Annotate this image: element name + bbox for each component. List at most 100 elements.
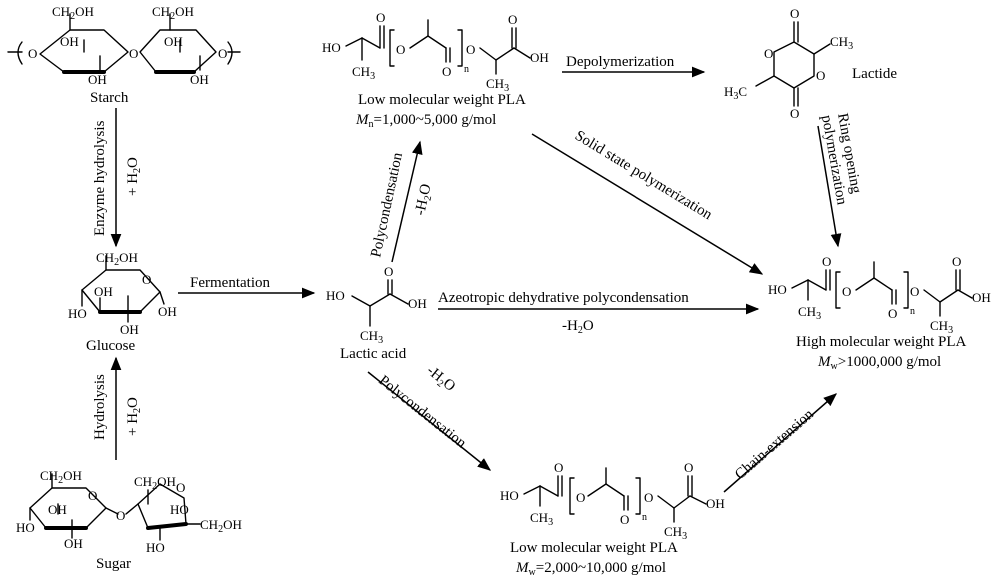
pla-bottom-o-3: O (620, 512, 629, 527)
lactide-o-3: O (764, 46, 773, 61)
starch-structure: CH2OH CH2OH OH OH OH OH O O O (7, 4, 241, 87)
starch-o-2: O (129, 46, 138, 61)
pla-top-o-2: O (396, 42, 405, 57)
lactic-acid-structure: HO O OH CH3 (326, 264, 427, 346)
lactic-oh: OH (408, 296, 427, 311)
pla-top-oh: OH (530, 50, 549, 65)
arrow-polycondensation-down (367, 371, 492, 471)
hmw-pla-label: High molecular weight PLA (796, 334, 967, 350)
arrow-ring-opening (817, 125, 842, 248)
sugar-ch2oh-1: CH2OH (40, 468, 82, 486)
sugar-label: Sugar (96, 556, 131, 572)
hmw-ch3-1: CH3 (798, 304, 821, 322)
hmw-o-5: O (952, 254, 961, 269)
label-plus-water-1: + H2O (125, 157, 143, 196)
lmw-pla-top-structure: HO CH3 O O O O O OH CH3 n (322, 10, 549, 94)
lactide-ch3: CH3 (830, 34, 853, 52)
starch-o-1: O (28, 46, 37, 61)
sugar-o-1: O (88, 488, 97, 503)
hmw-ho: HO (768, 282, 787, 297)
label-fermentation: Fermentation (190, 275, 270, 291)
label-enzyme-hydrolysis: Enzyme hydrolysis (92, 120, 108, 236)
glucose-oh-3: OH (158, 304, 177, 319)
sugar-ho-3: HO (146, 540, 165, 555)
label-minus-water-mid: -H2O (562, 318, 594, 336)
starch-ch2oh-1: CH2OH (52, 4, 94, 22)
pla-bottom-o-1: O (554, 460, 563, 475)
hmw-pla-mw: Mw>1000,000 g/mol (817, 354, 941, 372)
hmw-pla-structure: HO CH3 O O O O O OH CH3 n (768, 254, 991, 336)
arrow-solid-state (531, 133, 764, 275)
label-azeotropic: Azeotropic dehydrative polycondensation (438, 290, 689, 306)
starch-oh-1: OH (60, 34, 79, 49)
lmw-pla-bottom-label: Low molecular weight PLA (510, 540, 678, 556)
starch-oh-3: OH (164, 34, 183, 49)
label-solid-state: Solid state polymerization (572, 128, 715, 224)
label-minus-water-up: -H2O (412, 182, 436, 217)
glucose-oh-1: OH (94, 284, 113, 299)
starch-oh-4: OH (190, 72, 209, 87)
hmw-o-4: O (910, 284, 919, 299)
lactide-o-1: O (790, 6, 799, 21)
starch-ch2oh-2: CH2OH (152, 4, 194, 22)
lactide-h3c: H3C (724, 84, 747, 102)
pla-bottom-o-5: O (684, 460, 693, 475)
sugar-oh-2: OH (64, 536, 83, 551)
label-polycondensation-up: Polycondensation (368, 151, 406, 259)
pla-bottom-ho: HO (500, 488, 519, 503)
pla-top-o-5: O (508, 12, 517, 27)
lactide-o-2: O (790, 106, 799, 121)
sugar-ho-1: HO (16, 520, 35, 535)
starch-label: Starch (90, 90, 129, 106)
pla-bottom-o-2: O (576, 490, 585, 505)
sugar-o-3: O (176, 480, 185, 495)
glucose-structure: CH2OH O HO OH OH OH (68, 250, 177, 337)
lactide-label: Lactide (852, 66, 897, 82)
hmw-oh: OH (972, 290, 991, 305)
lactic-ch3: CH3 (360, 328, 383, 346)
arrow-chain-extension (723, 393, 838, 493)
label-depolymerization: Depolymerization (566, 54, 675, 70)
lmw-pla-bottom-structure: HO CH3 O O O O O OH CH3 n (500, 460, 725, 542)
starch-o-3: O (218, 46, 227, 61)
hmw-n: n (910, 306, 915, 317)
pla-bottom-oh: OH (706, 496, 725, 511)
hmw-o-2: O (842, 284, 851, 299)
lactic-ho: HO (326, 288, 345, 303)
pla-top-n: n (464, 64, 469, 75)
sugar-ch2oh-2: CH2OH (134, 474, 176, 492)
lactide-o-4: O (816, 68, 825, 83)
label-plus-water-2: + H2O (125, 397, 143, 436)
sugar-structure: CH2OH CH2OH CH2OH O O O HO OH OH HO HO (16, 468, 242, 555)
sugar-o-2: O (116, 508, 125, 523)
pla-top-ch3-1: CH3 (352, 64, 375, 82)
pla-bottom-ch3-2: CH3 (664, 524, 687, 542)
pla-bottom-o-4: O (644, 490, 653, 505)
glucose-label: Glucose (86, 338, 135, 354)
label-minus-water-down: -H2O (422, 363, 458, 397)
lactic-acid-label: Lactic acid (340, 346, 407, 362)
pla-top-o-3: O (442, 64, 451, 79)
pla-top-o-4: O (466, 42, 475, 57)
lmw-pla-top-mn: Mn=1,000~5,000 g/mol (355, 112, 496, 130)
lmw-pla-top-label: Low molecular weight PLA (358, 92, 526, 108)
arrow-polycondensation-up (391, 140, 423, 263)
glucose-o: O (142, 272, 151, 287)
sugar-ch2oh-3: CH2OH (200, 517, 242, 535)
glucose-oh-2: OH (120, 322, 139, 337)
hmw-o-3: O (888, 306, 897, 321)
sugar-ho-2: HO (170, 502, 189, 517)
hmw-o-1: O (822, 254, 831, 269)
sugar-oh-1: OH (48, 502, 67, 517)
lactide-structure: O O O O CH3 H3C (724, 6, 853, 121)
pla-top-ch3-2: CH3 (486, 76, 509, 94)
starch-oh-2: OH (88, 72, 107, 87)
pla-bottom-n: n (642, 512, 647, 523)
pla-top-o-1: O (376, 10, 385, 25)
glucose-ho: HO (68, 306, 87, 321)
glucose-ch2oh: CH2OH (96, 250, 138, 268)
label-chain-extension: Chain-extension (732, 406, 817, 483)
lactic-o: O (384, 264, 393, 279)
label-hydrolysis: Hydrolysis (92, 374, 108, 440)
